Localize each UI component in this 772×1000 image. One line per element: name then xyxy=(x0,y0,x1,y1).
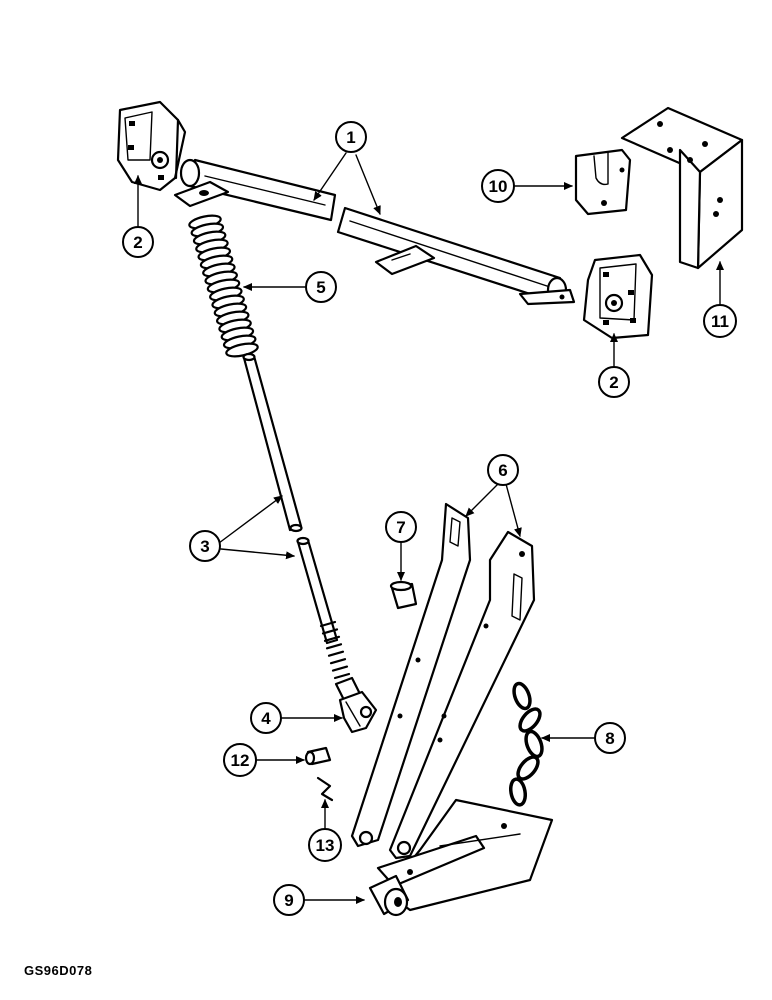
chain xyxy=(508,681,544,807)
clevis xyxy=(334,676,378,734)
leader-lines xyxy=(134,152,724,904)
callout-3: 3 xyxy=(189,530,221,562)
svg-text:2: 2 xyxy=(609,373,618,392)
mounting-bracket-right xyxy=(582,253,654,340)
callout-8: 8 xyxy=(594,722,626,754)
callout-13: 13 xyxy=(308,828,342,862)
callout-4: 4 xyxy=(250,702,282,734)
callout-9: 9 xyxy=(273,884,305,916)
chain-link xyxy=(512,681,532,711)
rod-lower xyxy=(296,536,351,680)
chain-link xyxy=(508,777,528,807)
compression-spring xyxy=(188,214,259,358)
svg-text:5: 5 xyxy=(316,278,325,297)
callout-2-right: 2 xyxy=(598,366,630,398)
svg-text:8: 8 xyxy=(605,729,614,748)
hitch-base xyxy=(368,798,554,917)
svg-text:11: 11 xyxy=(711,312,729,331)
cross-tube-right xyxy=(336,206,576,306)
clip-pin xyxy=(316,776,334,802)
cross-tube-left xyxy=(173,158,337,222)
svg-text:7: 7 xyxy=(396,518,405,537)
callout-11: 11 xyxy=(703,304,737,338)
support-brace-rear xyxy=(388,530,536,860)
drawing-code: GS96D078 xyxy=(24,963,93,978)
thread-mark xyxy=(323,635,341,642)
svg-text:3: 3 xyxy=(200,537,209,556)
svg-text:2: 2 xyxy=(133,233,142,252)
svg-text:1: 1 xyxy=(346,128,355,147)
mounting-bracket-left xyxy=(116,100,187,192)
svg-text:9: 9 xyxy=(284,891,293,910)
chain-link xyxy=(518,707,542,733)
svg-text:10: 10 xyxy=(489,177,508,196)
chain-link xyxy=(524,729,544,759)
rod-upper xyxy=(242,352,303,533)
svg-text:6: 6 xyxy=(498,461,507,480)
thread-mark xyxy=(327,650,345,657)
callout-5: 5 xyxy=(305,271,337,303)
svg-text:13: 13 xyxy=(316,836,335,855)
pin xyxy=(304,746,332,766)
svg-text:12: 12 xyxy=(231,751,250,770)
thread-mark xyxy=(329,658,347,665)
support-brace-front xyxy=(350,502,472,848)
thread-mark xyxy=(333,672,351,680)
callout-10: 10 xyxy=(481,169,515,203)
bushing xyxy=(389,580,418,610)
chain-link xyxy=(516,755,540,781)
thread-mark xyxy=(325,643,343,650)
clip-plate xyxy=(574,148,632,216)
callout-6: 6 xyxy=(487,454,519,486)
thread-mark xyxy=(321,628,339,635)
callout-12: 12 xyxy=(223,743,257,777)
callout-7: 7 xyxy=(385,511,417,543)
svg-text:4: 4 xyxy=(261,709,271,728)
callout-2-left: 2 xyxy=(122,226,154,258)
thread-mark xyxy=(331,665,349,672)
angle-bracket xyxy=(620,106,744,270)
callout-1: 1 xyxy=(335,121,367,153)
thread-mark xyxy=(319,620,337,628)
